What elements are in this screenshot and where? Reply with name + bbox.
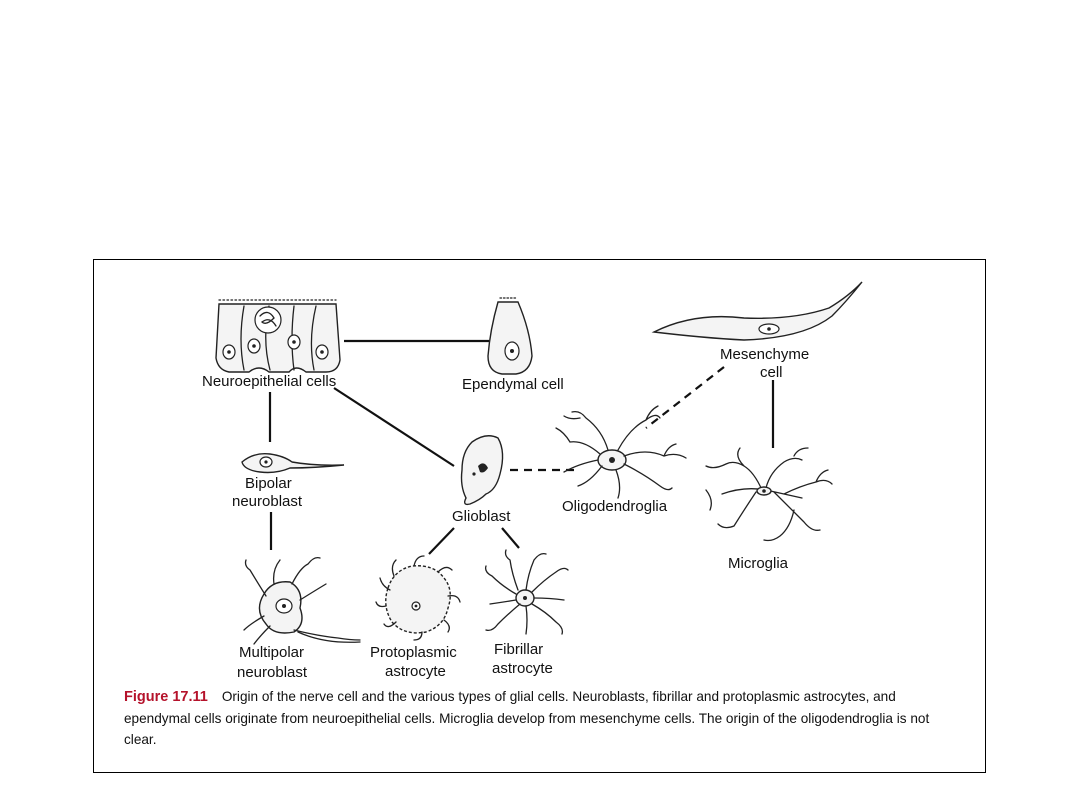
oligodendroglia-illustration bbox=[555, 405, 687, 499]
figure-caption-text: Origin of the nerve cell and the various… bbox=[124, 689, 930, 747]
label-multipolar-line1: Multipolar bbox=[239, 644, 304, 661]
figure-number: Figure 17.11 bbox=[124, 689, 208, 705]
glioblast-illustration bbox=[460, 435, 504, 506]
label-microglia: Microglia bbox=[728, 555, 789, 572]
edge-glioblast-protoplasmic bbox=[428, 527, 455, 555]
label-ependymal-cell: Ependymal cell bbox=[462, 376, 564, 393]
edge-mesenchyme-oligodendroglia bbox=[645, 366, 725, 429]
figure-frame: Neuroepithelial cells Ependymal cell Mes… bbox=[93, 259, 986, 773]
ependymal-cell-illustration bbox=[487, 297, 533, 375]
label-bipolar-line1: Bipolar bbox=[245, 475, 292, 492]
cell-lineage-diagram: Neuroepithelial cells Ependymal cell Mes… bbox=[202, 281, 863, 681]
neuroepithelial-cells-illustration bbox=[215, 299, 341, 373]
label-mesenchyme-line1: Mesenchyme bbox=[720, 346, 809, 363]
edge-neuroepithelial-glioblast bbox=[333, 387, 455, 467]
label-oligodendroglia: Oligodendroglia bbox=[562, 498, 668, 515]
label-bipolar-line2: neuroblast bbox=[232, 493, 303, 510]
mesenchyme-cell-illustration bbox=[651, 281, 863, 341]
label-fibrillar-line2: astrocyte bbox=[492, 660, 553, 677]
fibrillar-astrocyte-illustration bbox=[484, 549, 569, 635]
label-mesenchyme-line2: cell bbox=[760, 364, 783, 381]
edge-glioblast-fibrillar bbox=[501, 527, 520, 549]
label-glioblast: Glioblast bbox=[452, 508, 511, 525]
label-fibrillar-line1: Fibrillar bbox=[494, 641, 543, 658]
protoplasmic-astrocyte-illustration bbox=[375, 555, 461, 641]
label-multipolar-line2: neuroblast bbox=[237, 664, 308, 681]
microglia-illustration bbox=[705, 447, 833, 542]
multipolar-neuroblast-illustration bbox=[243, 556, 361, 645]
bipolar-neuroblast-illustration bbox=[241, 452, 345, 474]
label-neuroepithelial-cells: Neuroepithelial cells bbox=[202, 373, 336, 390]
label-protoplasmic-line2: astrocyte bbox=[385, 663, 446, 680]
label-protoplasmic-line1: Protoplasmic bbox=[370, 644, 457, 661]
